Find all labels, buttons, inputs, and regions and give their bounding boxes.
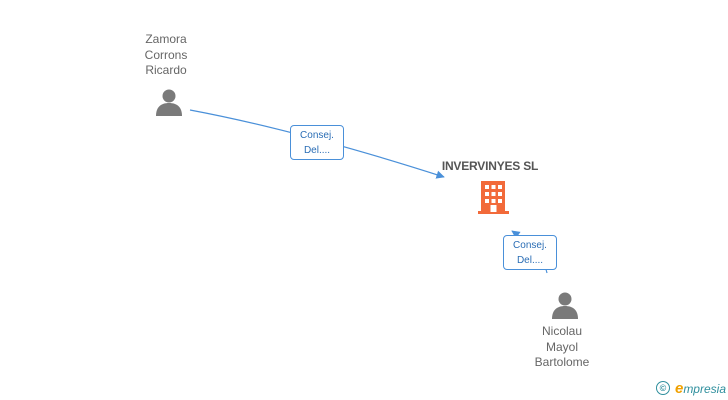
relation-label-zamora[interactable]: Consej. Del....: [290, 125, 344, 160]
person-icon[interactable]: [552, 292, 578, 320]
company-name[interactable]: INVERVINYES SL: [441, 159, 539, 173]
building-icon[interactable]: [478, 181, 509, 214]
copyright-icon: ©: [655, 381, 670, 395]
relation-label-nicolau[interactable]: Consej. Del....: [503, 235, 557, 270]
person-name-nicolau[interactable]: Nicolau Mayol Bartolome: [534, 324, 590, 369]
person-name-zamora[interactable]: Zamora Corrons Ricardo: [144, 32, 188, 77]
footer-brand: © empresia: [655, 379, 726, 397]
person-icon[interactable]: [156, 89, 182, 117]
brand-logo[interactable]: empresia: [674, 379, 726, 397]
